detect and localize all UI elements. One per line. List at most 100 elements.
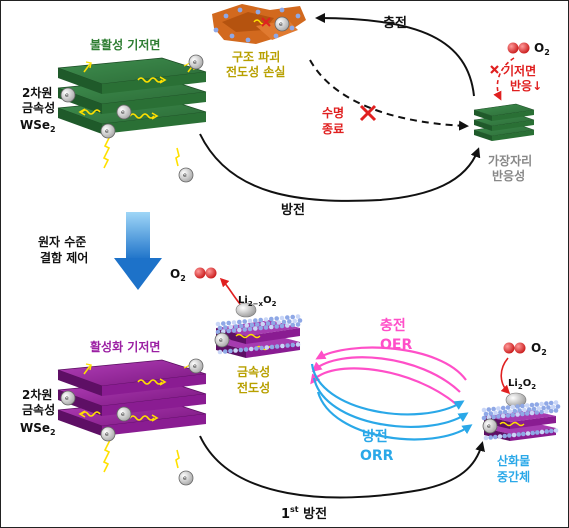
coating-sphere: [217, 325, 223, 331]
svg-text:e: e: [105, 431, 109, 438]
coating-sphere: [233, 324, 239, 329]
svg-text:e: e: [121, 411, 125, 418]
oer-cycle-loops: [310, 346, 467, 405]
basal-react-line1: 기저면: [503, 63, 536, 78]
bottom-left-o2-molecule: [194, 267, 217, 279]
coating-sphere: [517, 408, 522, 413]
coating-sphere: [247, 326, 253, 332]
charge-arrow: [315, 13, 475, 97]
inactive-wse2-stack: [57, 57, 207, 134]
coating-sphere: [488, 411, 494, 416]
coating-sphere: [496, 414, 501, 419]
coating-sphere: [502, 433, 508, 439]
coating-sphere: [244, 323, 249, 328]
coating-sphere: [500, 405, 506, 411]
coating-sphere: [215, 321, 221, 327]
bottom-left-label-line3: WSe2: [20, 421, 56, 437]
coating-sphere: [520, 403, 525, 409]
coating-sphere: [239, 323, 244, 329]
top-electron-labels: e e e e e: [65, 59, 197, 179]
coating-sphere: [496, 406, 501, 411]
coating-sphere: [253, 318, 258, 323]
svg-text:e: e: [183, 172, 187, 179]
coating-sphere: [553, 408, 559, 413]
coating-sphere: [274, 324, 280, 329]
coating-sphere: [254, 322, 260, 327]
coating-sphere: [488, 435, 494, 440]
coating-sphere: [553, 428, 559, 433]
coating-sphere: [274, 316, 280, 321]
coating-sphere: [481, 407, 487, 413]
coating-sphere: [498, 410, 503, 415]
coating-sphere: [536, 406, 542, 411]
coating-sphere: [553, 400, 559, 405]
top-left-label-line1: 2차원: [22, 85, 52, 100]
lifetime-x-mark: [359, 104, 377, 122]
bottom-left-o2-label: O2: [170, 267, 186, 283]
coating-sphere: [231, 328, 237, 333]
coating-sphere: [287, 319, 292, 324]
bottom-right-o2-molecule: [503, 342, 526, 354]
svg-text:e: e: [105, 128, 109, 135]
coating-sphere: [483, 435, 489, 441]
coating-sphere: [544, 429, 549, 434]
top-o2-label: O2: [534, 41, 550, 57]
coating-sphere: [248, 346, 254, 352]
li2-xo2-label: Li2−xO2: [238, 295, 277, 308]
coating-sphere: [534, 410, 540, 415]
coating-sphere: [502, 409, 508, 415]
coating-sphere: [539, 429, 545, 435]
coating-sphere: [285, 323, 290, 328]
coating-sphere: [481, 415, 487, 421]
coating-sphere: [295, 342, 301, 347]
svg-text:e: e: [121, 109, 125, 116]
coating-sphere: [217, 349, 223, 355]
coating-sphere: [269, 344, 275, 350]
coating-sphere: [520, 411, 525, 417]
edge-label-line1: 가장자리: [488, 153, 532, 168]
coating-sphere: [511, 432, 517, 438]
active-basal-label: 활성화 기저면: [90, 339, 160, 354]
li-oxide-blob: [235, 302, 257, 318]
coating-sphere: [507, 409, 513, 414]
coating-sphere: [290, 322, 296, 328]
coating-sphere: [507, 433, 512, 438]
orr-discharge-label: 방전: [362, 428, 388, 445]
coating-sphere: [249, 322, 255, 328]
coating-sphere: [292, 318, 298, 324]
coating-sphere: [223, 325, 228, 330]
coating-sphere: [297, 318, 303, 323]
coating-sphere: [526, 407, 532, 412]
coating-sphere: [491, 406, 496, 412]
coating-sphere: [493, 410, 498, 416]
inactive-basal-label: 불활성 기저면: [90, 37, 160, 52]
coating-sphere: [549, 428, 554, 434]
coating-sphere: [483, 411, 489, 417]
coating-sphere: [524, 403, 530, 408]
coating-sphere: [258, 325, 264, 331]
process-label-line2: 결함 제어: [40, 250, 88, 265]
coating-sphere: [521, 431, 526, 437]
metallic-electron-label: e: [219, 337, 223, 344]
edge-reactive-stack: [473, 103, 535, 141]
edge-label-line2: 반응성: [492, 168, 525, 183]
coating-sphere: [529, 402, 535, 408]
svg-text:e: e: [183, 475, 187, 482]
coating-sphere: [550, 404, 556, 410]
coating-sphere: [269, 324, 274, 330]
li2o2-label: Li2O2: [508, 378, 536, 391]
coating-sphere: [500, 413, 506, 419]
coating-sphere: [505, 405, 511, 410]
oxide-label-line1: 산화물: [497, 453, 530, 468]
oer-charge-label: 충전: [380, 317, 406, 334]
coating-sphere: [242, 319, 247, 324]
coating-sphere: [515, 404, 520, 409]
bottom-left-label-line1: 2차원: [22, 387, 52, 402]
coating-sphere: [264, 345, 270, 350]
svg-text:e: e: [65, 92, 69, 99]
oxide-label-line2: 중간체: [497, 469, 530, 484]
coating-sphere: [548, 408, 554, 414]
top-left-label-line3: WSe2: [20, 118, 56, 134]
coating-sphere: [231, 320, 237, 325]
